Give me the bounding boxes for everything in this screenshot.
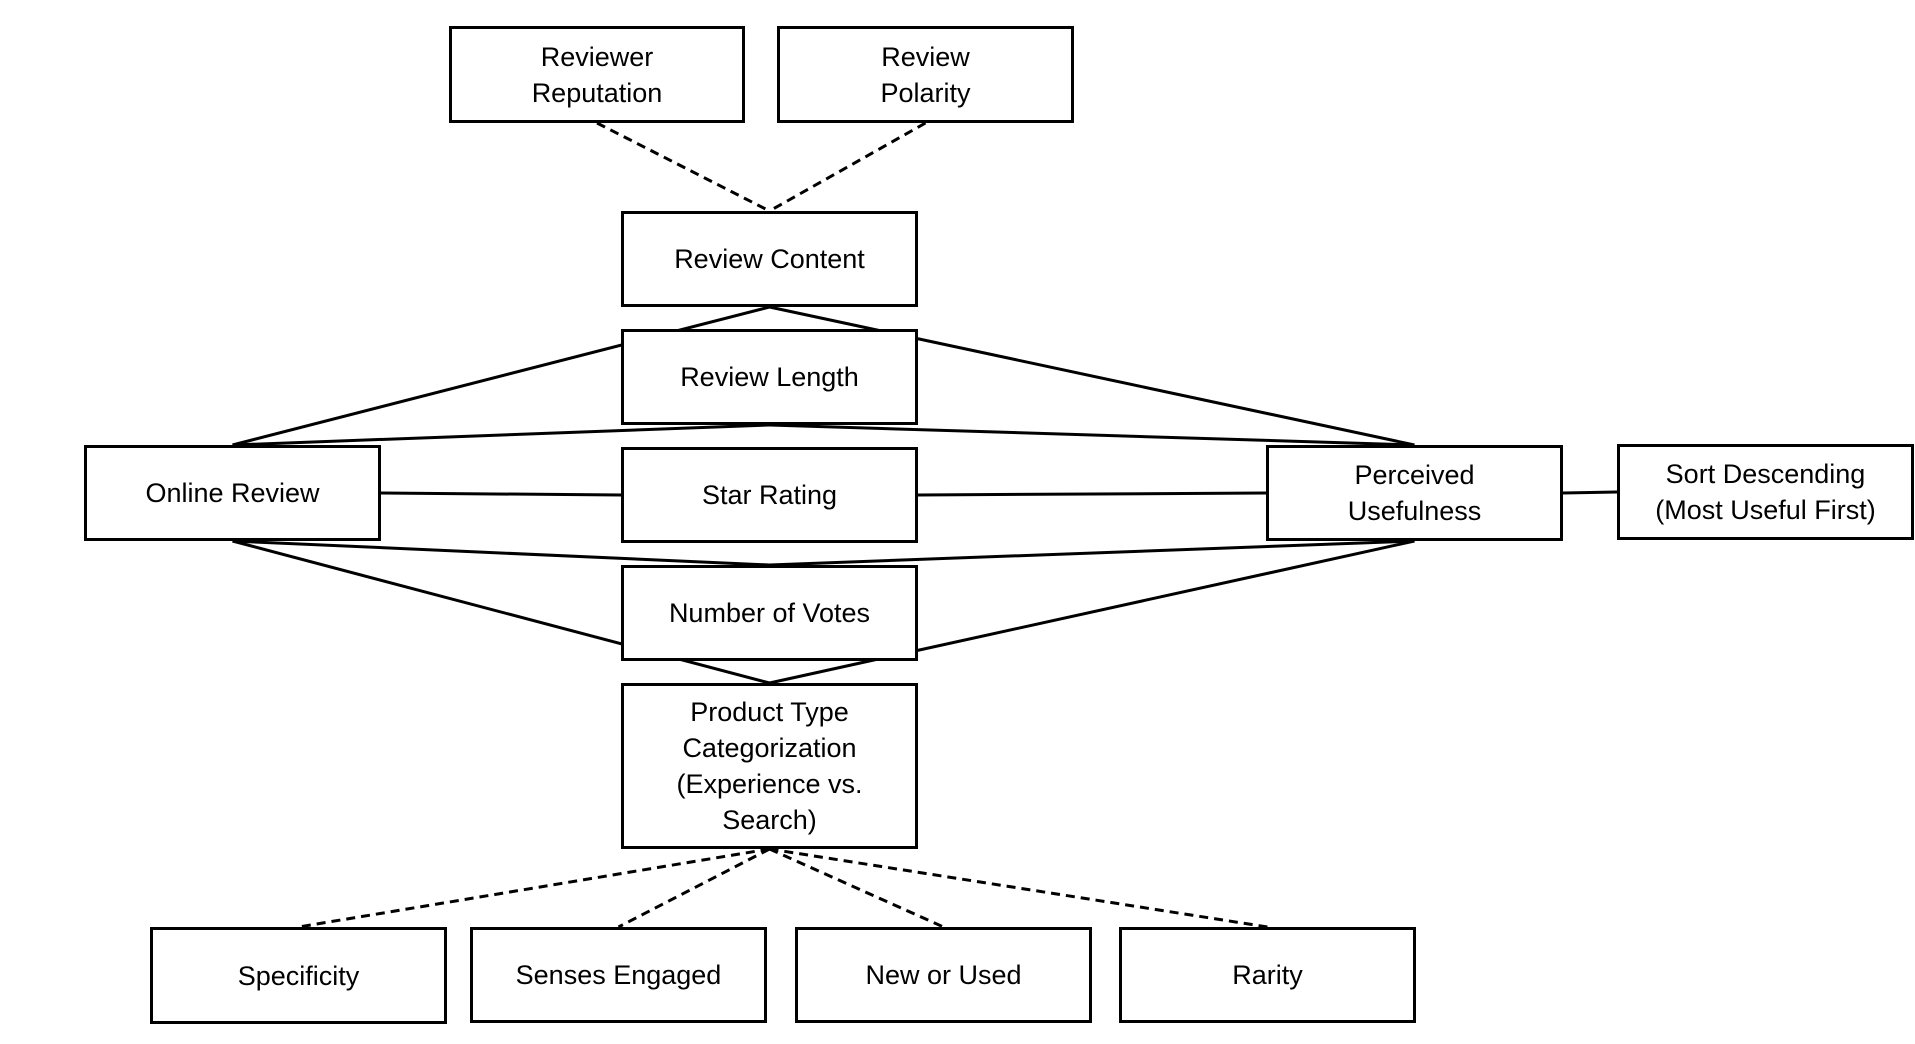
number-of-votes-box: Number of Votes bbox=[621, 565, 918, 661]
edge-star-rating-to-perceived-usefulness bbox=[917, 491, 1267, 497]
senses-engaged-box: Senses Engaged bbox=[470, 927, 767, 1023]
edge-review-length-to-perceived-usefulness bbox=[769, 423, 1415, 447]
sort-descending-label: Sort Descending (Most Useful First) bbox=[1655, 459, 1876, 525]
sort-descending-box: Sort Descending (Most Useful First) bbox=[1617, 444, 1914, 540]
online-review-box: Online Review bbox=[84, 445, 381, 541]
review-length-label: Review Length bbox=[680, 362, 859, 392]
edge-review-polarity-to-review-content bbox=[768, 121, 927, 213]
number-of-votes-label: Number of Votes bbox=[668, 598, 871, 628]
star-rating-box: Star Rating bbox=[621, 447, 918, 543]
review-polarity-box: Review Polarity bbox=[777, 26, 1074, 123]
edge-product-type-to-rarity bbox=[769, 847, 1268, 929]
product-type-label: Product Type Categorization (Experience … bbox=[676, 697, 863, 835]
perceived-usefulness-label: Perceived Usefulness bbox=[1347, 460, 1482, 526]
reviewer-reputation-box: Reviewer Reputation bbox=[449, 26, 745, 123]
specificity-label: Specificity bbox=[237, 960, 360, 991]
perceived-usefulness-box: Perceived Usefulness bbox=[1266, 445, 1563, 541]
review-polarity-label: Review Polarity bbox=[880, 41, 971, 108]
new-or-used-box: New or Used bbox=[795, 927, 1092, 1023]
review-content-box: Review Content bbox=[621, 211, 918, 307]
edge-number-of-votes-to-perceived-usefulness bbox=[769, 539, 1415, 567]
edge-product-type-to-specificity bbox=[298, 847, 770, 929]
senses-engaged-label: Senses Engaged bbox=[515, 960, 722, 990]
review-length-box: Review Length bbox=[621, 329, 918, 425]
edge-online-review-to-number-of-votes bbox=[232, 539, 770, 567]
new-or-used-label: New or Used bbox=[865, 960, 1022, 990]
online-review-label: Online Review bbox=[145, 478, 320, 508]
review-content-label: Review Content bbox=[674, 244, 865, 274]
rarity-box: Rarity bbox=[1119, 927, 1416, 1023]
reviewer-reputation-label: Reviewer Reputation bbox=[531, 41, 663, 108]
edge-perceived-usefulness-to-sort-descending bbox=[1562, 490, 1618, 495]
rarity-label: Rarity bbox=[1232, 960, 1303, 990]
specificity-box: Specificity bbox=[150, 927, 447, 1024]
edge-online-review-to-review-length bbox=[232, 423, 770, 447]
product-type-box: Product Type Categorization (Experience … bbox=[621, 683, 918, 849]
edge-reviewer-reputation-to-review-content bbox=[596, 121, 771, 213]
star-rating-label: Star Rating bbox=[701, 480, 838, 510]
edge-online-review-to-star-rating bbox=[380, 491, 622, 497]
edge-product-type-to-new-or-used bbox=[768, 847, 945, 929]
edge-product-type-to-senses-engaged bbox=[617, 847, 771, 929]
